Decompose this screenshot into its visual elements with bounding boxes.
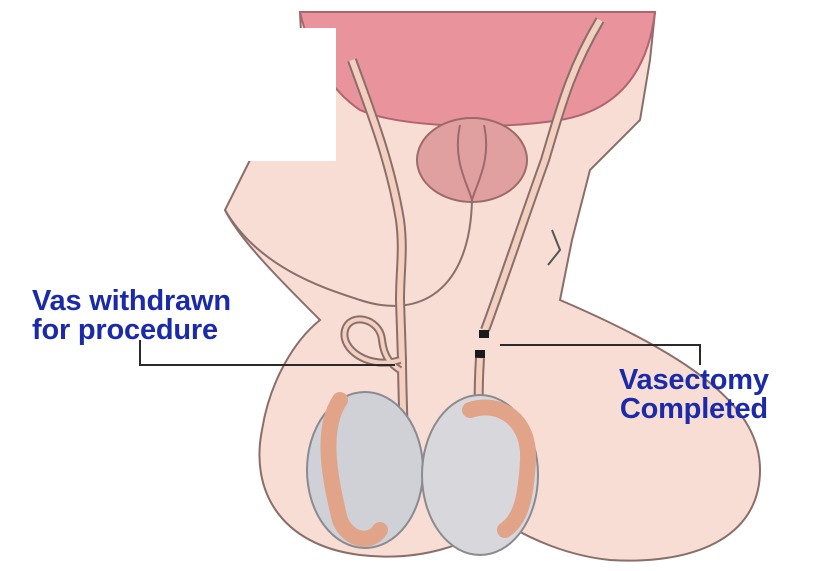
label-vas-withdrawn-line2: for procedure (32, 316, 231, 345)
label-vasectomy-completed: Vasectomy Completed (619, 366, 769, 424)
label-vas-withdrawn-line1: Vas withdrawn (32, 287, 231, 316)
prostate (417, 118, 527, 202)
vas-cut-end-top (479, 330, 489, 338)
mask-box (212, 28, 336, 161)
label-vas-withdrawn: Vas withdrawn for procedure (32, 287, 231, 345)
label-vasectomy-completed-line1: Vasectomy (619, 366, 769, 395)
label-vasectomy-completed-line2: Completed (619, 395, 769, 424)
vas-cut-end-bottom (475, 350, 485, 358)
